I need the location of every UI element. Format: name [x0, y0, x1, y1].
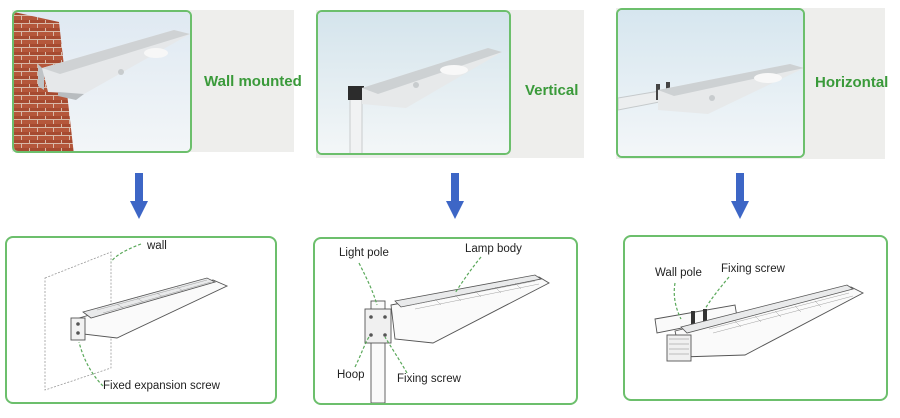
- fixing-screw-callout: Fixing screw: [397, 373, 461, 385]
- wall-mounted-diagram: wall Fixed expansion screw: [5, 236, 277, 404]
- light-pole-callout: Light pole: [339, 247, 389, 259]
- fixing-screw-callout: Fixing screw: [721, 263, 785, 275]
- lamp-body-callout: Lamp body: [465, 243, 522, 255]
- hoop-callout: Hoop: [337, 369, 365, 381]
- fixed-expansion-screw-callout: Fixed expansion screw: [103, 380, 220, 392]
- down-arrow-icon: [731, 173, 749, 219]
- down-arrow-icon: [446, 173, 464, 219]
- wall-pole-callout: Wall pole: [655, 267, 702, 279]
- wall-mounted-photo: [12, 10, 192, 153]
- wall-mounted-label: Wall mounted: [204, 73, 302, 90]
- vertical-photo: [316, 10, 511, 155]
- horizontal-label: Horizontal: [815, 74, 889, 91]
- wall-callout: wall: [147, 240, 167, 252]
- horizontal-diagram: Wall pole Fixing screw: [623, 235, 888, 401]
- vertical-label: Vertical: [525, 82, 579, 99]
- horizontal-photo: [616, 8, 805, 158]
- down-arrow-icon: [130, 173, 148, 219]
- vertical-diagram: Light pole Lamp body Hoop Fixing screw: [313, 237, 578, 405]
